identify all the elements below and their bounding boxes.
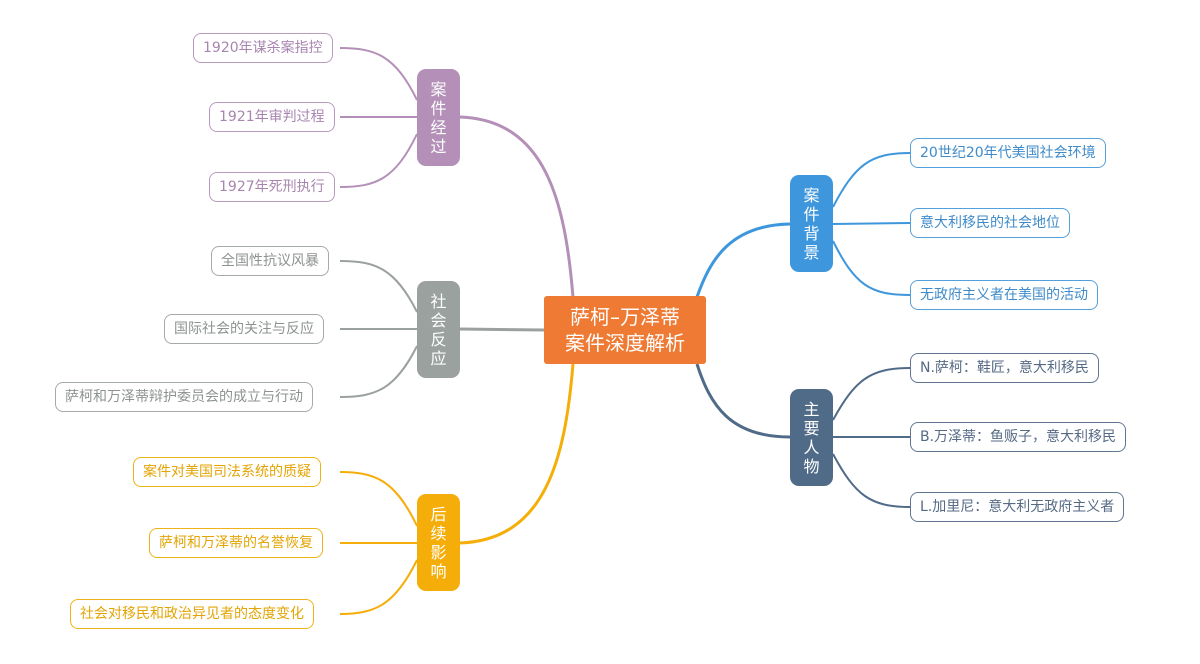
leaf-social-reaction-2[interactable]: 国际社会的关注与反应 [164,314,324,344]
branch-background-label: 案件背景 [803,185,820,262]
link-root-case-process [459,115,575,298]
branch-aftermath-label: 后续影响 [430,504,447,581]
link-root-background [695,222,791,298]
link-case-process-3 [339,133,418,188]
link-root-social-reaction [459,327,545,332]
branch-background[interactable]: 案件背景 [790,175,833,272]
link-background-1 [832,152,911,208]
branch-case-process[interactable]: 案件经过 [417,69,460,166]
branch-case-process-label: 案件经过 [430,79,447,156]
leaf-aftermath-2[interactable]: 萨柯和万泽蒂的名誉恢复 [149,528,323,558]
link-root-aftermath [459,363,575,545]
link-social-reaction-3 [339,345,418,398]
branch-social-reaction[interactable]: 社会反应 [417,281,460,378]
link-root-people [695,363,791,439]
leaf-people-2[interactable]: B.万泽蒂：鱼贩子，意大利移民 [910,422,1127,452]
link-background-3 [832,240,911,296]
leaf-case-process-1[interactable]: 1920年谋杀案指控 [193,33,333,63]
leaf-people-1[interactable]: N.萨柯：鞋匠，意大利移民 [910,353,1099,383]
leaf-background-3[interactable]: 无政府主义者在美国的活动 [910,280,1098,310]
leaf-case-process-2[interactable]: 1921年审判过程 [209,102,335,132]
leaf-people-3[interactable]: L.加里尼：意大利无政府主义者 [910,492,1125,522]
link-case-process-1 [339,47,418,101]
leaf-case-process-3[interactable]: 1927年死刑执行 [209,172,335,202]
link-people-3 [832,453,911,508]
link-aftermath-3 [339,559,418,615]
root-node[interactable]: 萨柯–万泽蒂 案件深度解析 [544,296,706,364]
leaf-social-reaction-3[interactable]: 萨柯和万泽蒂辩护委员会的成立与行动 [55,382,313,412]
link-people-1 [832,367,911,421]
leaf-social-reaction-1[interactable]: 全国性抗议风暴 [211,246,329,276]
root-title-line1: 萨柯–万泽蒂 [570,305,680,329]
leaf-aftermath-1[interactable]: 案件对美国司法系统的质疑 [133,457,321,487]
root-title-line2: 案件深度解析 [565,331,685,355]
branch-social-reaction-label: 社会反应 [430,291,447,368]
leaf-aftermath-3[interactable]: 社会对移民和政治异见者的态度变化 [70,599,314,629]
link-aftermath-1 [339,471,418,527]
branch-people[interactable]: 主要人物 [790,389,833,486]
leaf-background-2[interactable]: 意大利移民的社会地位 [910,208,1070,238]
leaf-background-1[interactable]: 20世纪20年代美国社会环境 [910,138,1106,168]
link-social-reaction-1 [339,260,418,313]
branch-aftermath[interactable]: 后续影响 [417,494,460,591]
link-background-2 [832,222,911,225]
branch-people-label: 主要人物 [803,399,820,476]
